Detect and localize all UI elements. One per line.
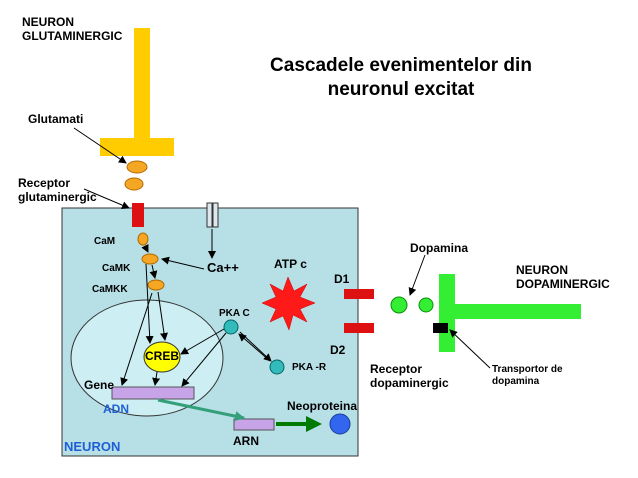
arrow-ca-to-camk	[161, 256, 205, 270]
label-d1: D1	[334, 272, 350, 286]
label-pka-r: PKA -R	[292, 362, 327, 373]
label-gene: Gene	[84, 378, 115, 392]
d2-receptor	[344, 323, 374, 333]
title-line-2: neuronul excitat	[327, 78, 475, 100]
arrow-dopamina	[408, 254, 426, 296]
creb-circle	[143, 341, 181, 373]
label-pka-c: PKA C	[219, 308, 250, 319]
glutamate-terminal-bar	[100, 138, 174, 156]
label-line: NEURON	[516, 263, 569, 277]
glutamate-terminal-stem	[134, 28, 150, 140]
label-line: DOPAMINERGIC	[516, 276, 610, 291]
neoprotein-circle	[329, 413, 351, 435]
label-atp-c: ATP c	[274, 257, 307, 271]
label-line: NEURON	[22, 15, 75, 29]
camk-vesicle	[141, 253, 159, 265]
glutamate-receptor	[132, 203, 144, 227]
arrow-camkk-to-creb	[157, 291, 168, 341]
label-cam: CaM	[94, 236, 116, 247]
label-ca: Ca++	[207, 260, 239, 275]
arrow-camk-to-camkk	[149, 264, 158, 279]
label-line: glutaminergic	[18, 189, 97, 204]
calcium-channel-right	[212, 202, 219, 228]
arrow-receptor-glut	[83, 188, 130, 209]
d1-receptor	[344, 289, 374, 299]
label-neuron: NEURON	[64, 439, 121, 454]
label-neuron-dopaminergic: NEURON DOPAMINERGIC	[516, 263, 610, 292]
glutamate-vesicle	[124, 177, 144, 191]
label-line: dopamina	[492, 375, 540, 387]
arrow-glutamati	[73, 127, 127, 164]
label-dopamina: Dopamina	[410, 241, 469, 255]
title-line-1: Cascadele evenimentelor din	[270, 55, 532, 76]
arrow-camkk-to-gene	[120, 292, 153, 386]
label-neoproteina: Neoproteina	[287, 399, 358, 413]
pka-r-circle	[269, 359, 285, 375]
dopamine-transporter	[433, 323, 448, 333]
label-line: Receptor	[18, 176, 71, 190]
arrow-pka-rc	[238, 333, 271, 362]
label-receptor-glutaminergic: Receptor glutaminergic	[18, 176, 97, 205]
label-creb: CREB	[145, 349, 180, 363]
label-receptor-dopaminergic: Receptor dopaminergic	[370, 362, 449, 391]
arrow-camk-to-creb	[145, 263, 154, 344]
transcription-arrow	[157, 398, 245, 422]
gene-bar	[111, 386, 195, 400]
pka-c-circle	[223, 319, 239, 335]
label-camkk: CaMKK	[92, 284, 128, 295]
atp-burst	[261, 276, 316, 331]
label-d2: D2	[330, 343, 346, 357]
diagram-title: Cascadele evenimentelor din neuronul exc…	[242, 54, 560, 102]
label-line: GLUTAMINERGIC	[22, 28, 123, 43]
dopamine-vesicle	[418, 297, 434, 313]
label-line: Receptor	[370, 362, 423, 376]
label-glutamati: Glutamati	[28, 112, 84, 126]
label-camk: CaMK	[102, 263, 131, 274]
label-line: dopaminergic	[370, 375, 449, 390]
dopamine-terminal-bar	[439, 274, 455, 352]
arn-bar	[233, 418, 275, 431]
arrow-transportor	[449, 329, 491, 369]
arrow-pka-to-creb	[180, 328, 225, 355]
camkk-vesicle	[147, 279, 165, 291]
arrow-pka-to-gene	[181, 332, 227, 387]
glutamate-vesicle	[126, 160, 148, 174]
translation-arrow-head	[306, 416, 322, 432]
label-line: Transportor de	[492, 364, 563, 375]
calcium-channel-left	[206, 202, 213, 228]
label-adn: ADN	[103, 402, 129, 416]
arrow-cam-to-camk	[141, 243, 149, 253]
arrow-creb-to-gene	[152, 371, 161, 386]
cam-vesicle	[137, 232, 149, 246]
label-neuron-glutaminergic: NEURON GLUTAMINERGIC	[22, 15, 123, 44]
dopamine-terminal-stem	[455, 304, 581, 319]
dopamine-vesicle	[390, 296, 408, 314]
label-arn: ARN	[233, 434, 259, 448]
label-transportor-dopamina: Transportor de dopamina	[492, 364, 563, 387]
